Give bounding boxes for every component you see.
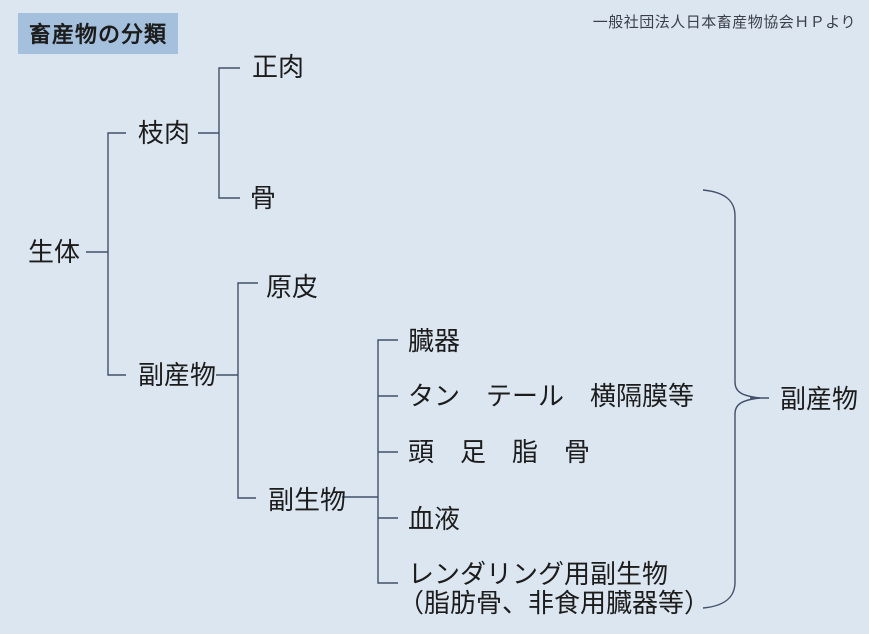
node-head-feet-fat-bone: 頭 足 脂 骨 — [408, 437, 591, 467]
node-rendering-line2: （脂肪骨、非食用臓器等） — [398, 588, 711, 618]
node-tongue-tail: タン テール 横隔膜等 — [408, 381, 695, 411]
node-living-body: 生体 — [28, 237, 81, 267]
page-title: 畜産物の分類 — [18, 13, 179, 54]
brace-label-byproducts: 副産物 — [780, 384, 859, 414]
node-offal: 副生物 — [268, 485, 347, 515]
node-carcass: 枝肉 — [138, 118, 191, 148]
source-credit: 一般社団法人日本畜産物協会ＨＰより — [592, 14, 856, 31]
node-rendering-line1: レンダリング用副生物 — [408, 559, 669, 589]
node-byproducts: 副産物 — [138, 360, 217, 390]
node-organs: 臓器 — [408, 326, 461, 356]
node-blood: 血液 — [408, 504, 461, 534]
node-bone: 骨 — [250, 183, 277, 213]
node-meat: 正肉 — [252, 52, 305, 82]
node-rawhide: 原皮 — [266, 272, 319, 302]
